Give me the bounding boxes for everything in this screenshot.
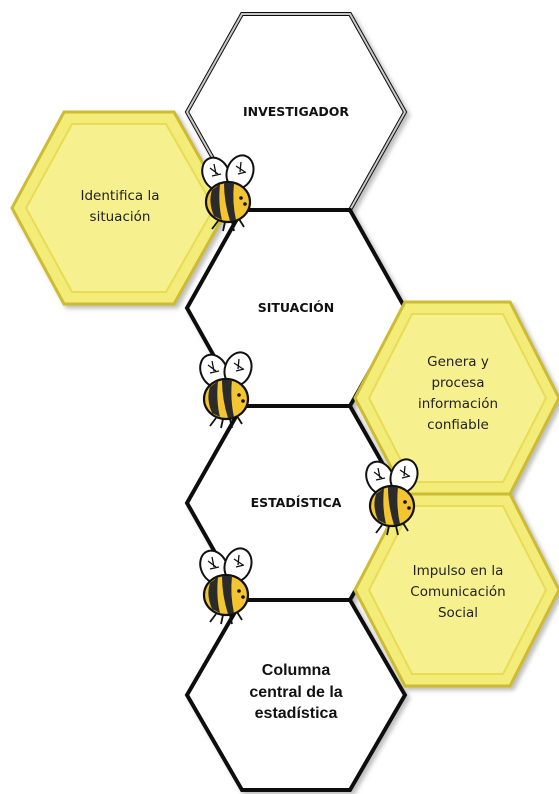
- label-genera: Genera y procesa información confiable: [417, 354, 499, 433]
- label-situacion: SITUACIÓN: [257, 300, 335, 315]
- label-columna: Columna central de la estadística: [249, 662, 343, 723]
- label-estadistica: ESTADÍSTICA: [250, 495, 342, 510]
- hex-columna: [184, 598, 408, 792]
- label-impulso: Impulso en la Comunicación Social: [410, 563, 506, 621]
- label-investigador: INVESTIGADOR: [242, 104, 350, 119]
- label-identifica: Identifica la situación: [80, 188, 160, 225]
- yellow-hexagons: [10, 110, 559, 688]
